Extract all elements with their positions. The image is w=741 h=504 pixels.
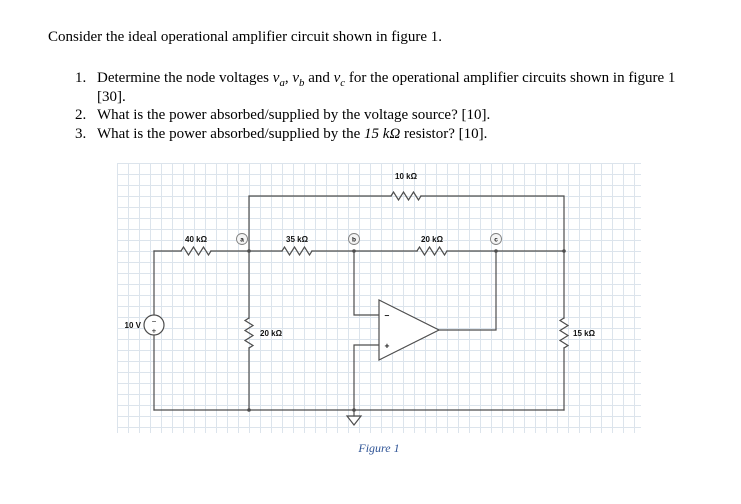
circuit-wires [153, 195, 565, 417]
resistor-40k [180, 245, 212, 257]
junction-dots [247, 249, 566, 412]
junction-dot [247, 408, 251, 412]
question-item: 1. Determine the node voltages va, vb an… [75, 69, 679, 106]
opamp-plus-sign: + [385, 341, 390, 351]
voltage-source-circle [143, 314, 165, 336]
source-plus-sign: + [152, 327, 157, 336]
question-text: Determine the node voltages va, vb and v… [97, 70, 676, 105]
opamp-minus-sign: − [385, 311, 390, 321]
node-c-label: c [494, 237, 498, 244]
resistor-10k-feedback [390, 190, 422, 202]
voltage-source-label: 10 V [125, 321, 142, 330]
junction-dot [352, 249, 356, 253]
node-b-circle [348, 233, 360, 245]
junction-dot [494, 249, 498, 253]
circuit-diagram: 40 kΩ 35 kΩ 20 kΩ 10 kΩ 20 kΩ 15 kΩ − + … [125, 172, 596, 426]
resistor-20k-vertical [243, 317, 255, 349]
figure-caption: Figure 1 [358, 441, 400, 455]
node-b-label: b [352, 237, 356, 244]
question-number: 3. [75, 125, 87, 142]
junction-dot [352, 408, 356, 412]
question-item: 3. What is the power absorbed/supplied b… [75, 125, 679, 144]
question-number: 1. [75, 70, 87, 86]
resistor-20k-horizontal [416, 245, 448, 257]
question-text: What is the power absorbed/supplied by t… [97, 125, 488, 142]
node-badges: a b c [236, 233, 502, 245]
resistor-20k-vertical-label: 20 kΩ [260, 329, 283, 338]
node-a-label: a [240, 237, 244, 244]
resistor-15k-label: 15 kΩ [573, 329, 596, 338]
node-c-circle [490, 233, 502, 245]
source-minus-sign: − [152, 317, 157, 326]
intro-text: Consider the ideal operational amplifier… [48, 29, 443, 45]
question-text: What is the power absorbed/supplied by t… [97, 107, 491, 123]
question-list: 1. Determine the node voltages va, vb an… [75, 69, 679, 143]
question-number: 2. [75, 107, 87, 123]
resistor-15k [558, 317, 570, 349]
question-item: 2. What is the power absorbed/supplied b… [75, 106, 679, 125]
inverting-input-wire [353, 250, 380, 316]
ground-icon [345, 415, 363, 426]
resistor-20k-horizontal-label: 20 kΩ [421, 235, 444, 244]
junction-dot [247, 249, 251, 253]
noninverting-input-wire [353, 344, 380, 411]
output-wire [438, 250, 497, 331]
opamp: − + [378, 299, 441, 361]
node-a-circle [236, 233, 248, 245]
resistor-10k-label: 10 kΩ [395, 172, 418, 181]
resistor-35k-label: 35 kΩ [286, 235, 309, 244]
resistor-40k-label: 40 kΩ [185, 235, 208, 244]
figure-grid-area: 40 kΩ 35 kΩ 20 kΩ 10 kΩ 20 kΩ 15 kΩ − + … [117, 163, 641, 433]
opamp-triangle [378, 299, 441, 361]
voltage-source: − + 10 V [125, 314, 165, 336]
junction-dot [562, 249, 566, 253]
resistors [180, 190, 570, 349]
feedback-top-wire [248, 195, 565, 252]
resistor-35k [281, 245, 313, 257]
